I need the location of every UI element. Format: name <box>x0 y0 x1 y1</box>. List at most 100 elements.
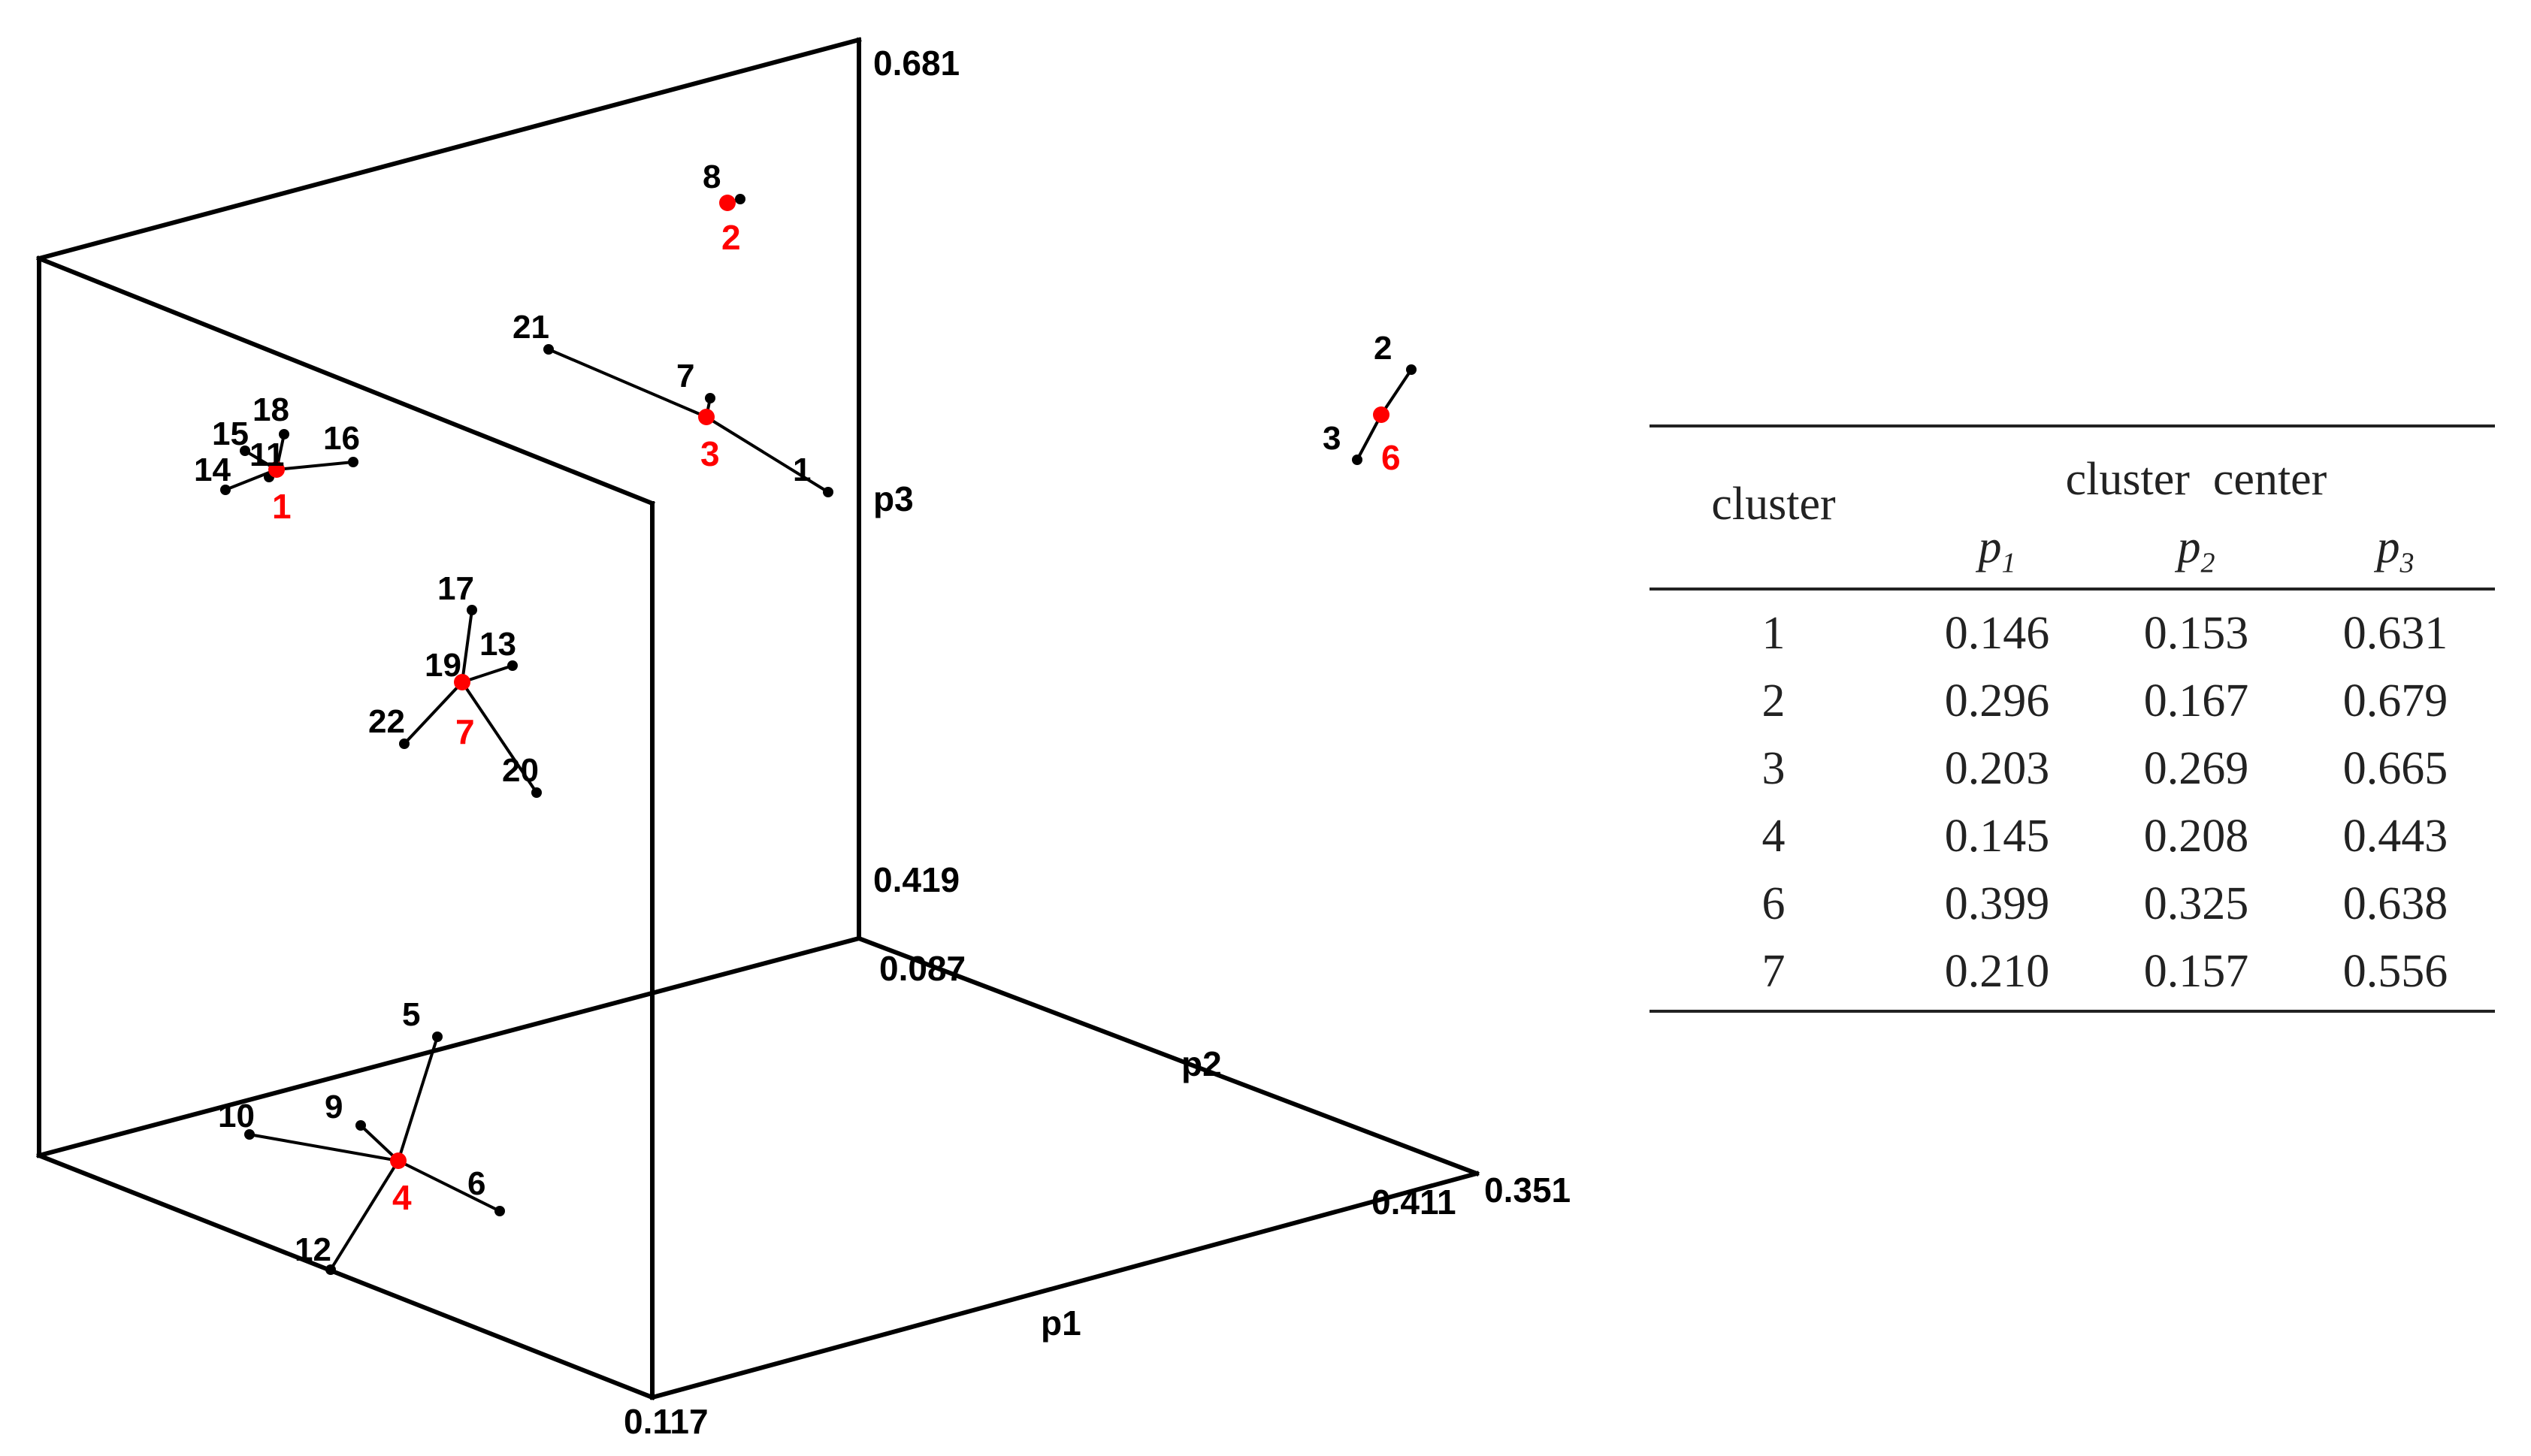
table-row: 6 0.399 0.325 0.638 <box>1650 870 2495 938</box>
data-point-17 <box>467 605 477 615</box>
center-label-3: 3 <box>700 434 720 473</box>
data-point-13 <box>507 660 518 671</box>
link-7-20 <box>461 681 538 794</box>
point-label-6: 6 <box>467 1165 485 1202</box>
center-label-4: 4 <box>392 1178 412 1217</box>
link-7-22 <box>403 681 464 745</box>
subheader-p1: p1 <box>1978 521 2016 579</box>
cell-p3: 0.638 <box>2342 878 2448 929</box>
point-label-22: 22 <box>368 703 405 740</box>
data-point-10 <box>244 1129 255 1140</box>
header-cluster-center: cluster center <box>2065 454 2327 505</box>
data-point-9 <box>355 1120 366 1131</box>
cell-p2: 0.153 <box>2143 607 2249 659</box>
axis-frame <box>36 37 1480 1400</box>
link-4-5 <box>397 1036 439 1161</box>
cluster-center-1 <box>268 461 285 478</box>
cluster-center-2 <box>719 195 736 211</box>
data-point-6 <box>494 1206 505 1216</box>
tick-p1-min: 0.117 <box>624 1402 709 1441</box>
cell-p1: 0.146 <box>1944 607 2050 659</box>
data-point-1 <box>823 487 833 497</box>
point-label-2: 2 <box>1374 330 1392 367</box>
cell-cluster: 3 <box>1761 742 1786 794</box>
point-label-17: 17 <box>437 570 474 607</box>
tick-p3-max: 0.681 <box>873 44 960 83</box>
link-7-17 <box>461 609 473 683</box>
data-point-12 <box>325 1264 336 1275</box>
table-row: 2 0.296 0.167 0.679 <box>1650 667 2495 735</box>
center-label-1: 1 <box>272 487 292 526</box>
point-label-1: 1 <box>793 452 811 488</box>
cell-p3: 0.556 <box>2342 945 2448 997</box>
cell-p2: 0.325 <box>2143 878 2249 929</box>
cell-p2: 0.167 <box>2143 675 2249 726</box>
point-label-12: 12 <box>295 1231 331 1268</box>
link-1-16 <box>276 461 354 471</box>
data-point-8 <box>735 194 745 204</box>
tick-p3-min: 0.419 <box>873 860 960 899</box>
cluster-center-7 <box>454 674 470 690</box>
cell-p1: 0.296 <box>1944 675 2050 726</box>
data-point-2 <box>1406 364 1417 375</box>
cluster-center-4 <box>390 1152 407 1169</box>
cell-p3: 0.665 <box>2342 742 2448 794</box>
center-label-2: 2 <box>721 218 741 257</box>
point-label-9: 9 <box>325 1089 343 1125</box>
point-label-13: 13 <box>479 626 516 663</box>
cell-p1: 0.203 <box>1944 742 2050 794</box>
link-3-1 <box>705 415 830 494</box>
data-point-5 <box>432 1032 443 1042</box>
point-label-7: 7 <box>676 358 694 394</box>
link-4-6 <box>398 1159 500 1213</box>
center-label-7: 7 <box>455 712 475 751</box>
data-point-15 <box>240 446 250 456</box>
cell-p3: 0.631 <box>2342 607 2448 659</box>
subheader-p3: p3 <box>2376 521 2415 579</box>
cell-p3: 0.443 <box>2342 810 2448 862</box>
cell-p1: 0.145 <box>1944 810 2050 862</box>
axis-edge-0 <box>36 37 862 261</box>
point-label-15: 15 <box>212 415 249 452</box>
data-point-18 <box>279 429 289 440</box>
cell-p1: 0.399 <box>1944 878 2050 929</box>
point-label-3: 3 <box>1323 420 1341 457</box>
cell-cluster: 2 <box>1761 675 1786 726</box>
point-label-16: 16 <box>323 420 360 457</box>
data-points <box>220 194 1417 1275</box>
axis-edge-7 <box>856 935 1480 1177</box>
axis-edge-5 <box>36 1152 655 1400</box>
axis-edge-8 <box>649 1171 1480 1400</box>
axis-label-p2: p2 <box>1181 1044 1222 1083</box>
axis-edge-6 <box>36 935 862 1158</box>
axis-edge-3 <box>36 255 655 506</box>
point-label-5: 5 <box>402 996 420 1033</box>
cell-p2: 0.208 <box>2143 810 2249 862</box>
link-4-9 <box>359 1124 400 1162</box>
subheader-p2: p2 <box>2177 521 2215 579</box>
tick-p1-max: 0.411 <box>1371 1183 1456 1222</box>
data-point-20 <box>531 787 542 798</box>
data-point-14 <box>220 485 231 495</box>
point-label-21: 21 <box>513 309 549 346</box>
point-label-20: 20 <box>502 752 539 789</box>
cell-p3: 0.679 <box>2342 675 2448 726</box>
cell-cluster: 1 <box>1761 607 1786 659</box>
cell-p1: 0.210 <box>1944 945 2050 997</box>
link-4-12 <box>329 1159 400 1271</box>
point-label-14: 14 <box>194 452 231 488</box>
header-cluster: cluster <box>1711 479 1836 530</box>
cluster-center-table: cluster cluster center p1 p2 p3 1 0.146 0.… <box>1650 424 2495 1013</box>
link-4-10 <box>249 1133 399 1162</box>
link-3-21 <box>548 348 707 418</box>
data-point-22 <box>399 739 410 749</box>
cell-cluster: 7 <box>1761 945 1786 997</box>
point-label-8: 8 <box>703 159 721 195</box>
point-label-18: 18 <box>252 391 289 428</box>
cell-cluster: 6 <box>1761 878 1786 929</box>
data-point-3 <box>1352 455 1362 465</box>
point-label-19: 19 <box>425 647 461 684</box>
